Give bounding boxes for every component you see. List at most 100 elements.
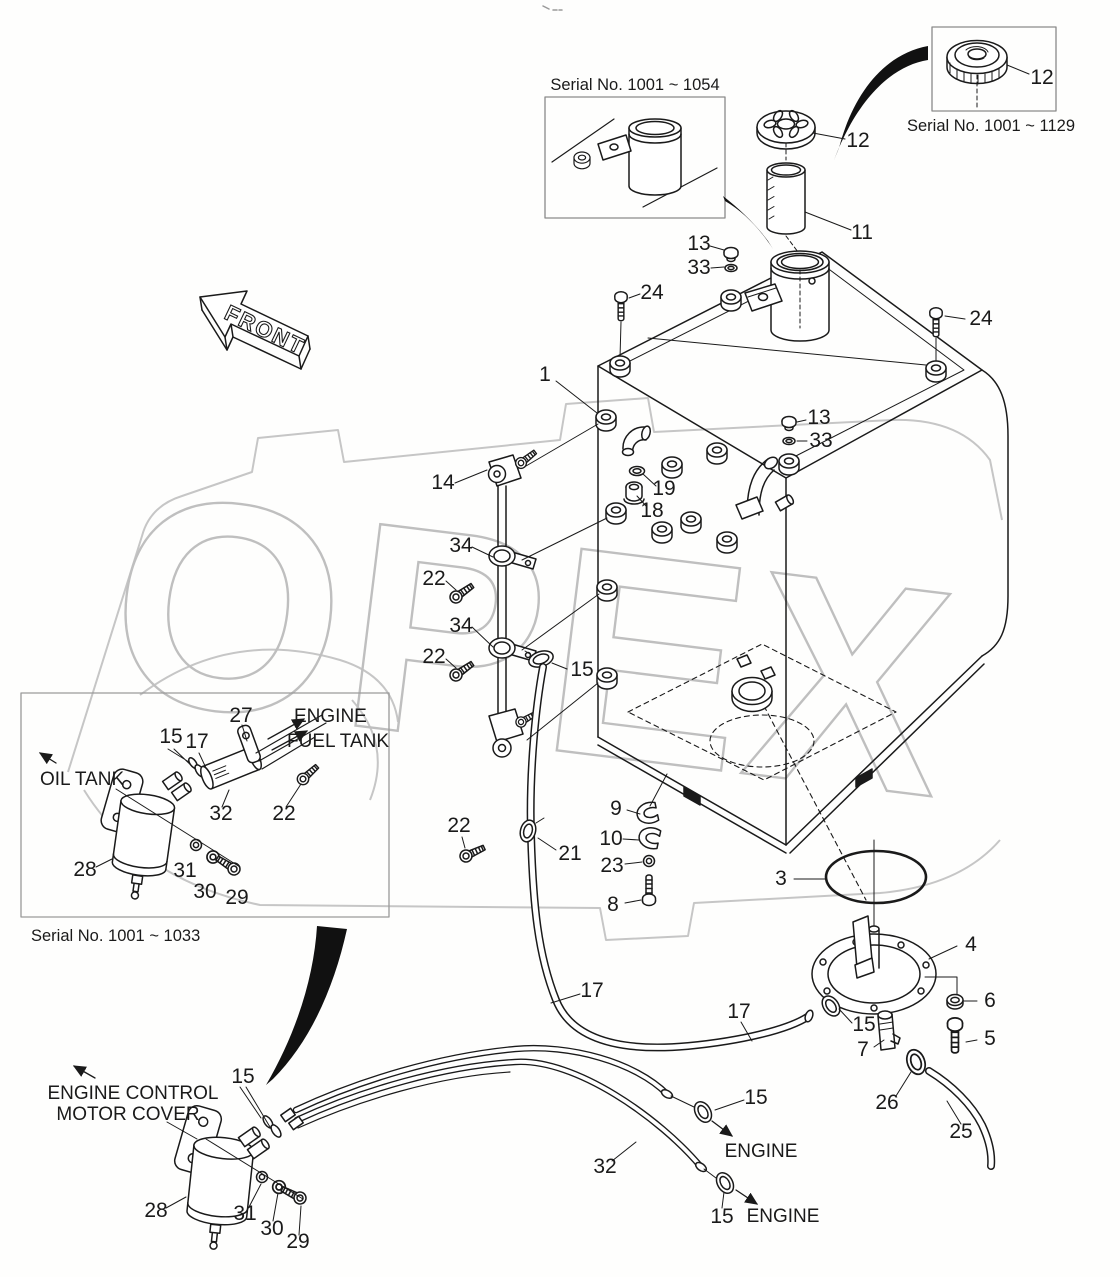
serial-caption-top: Serial No. 1001 ~ 1054 [550,76,719,94]
callout-28-box: 28 [73,858,96,881]
callout-21: 21 [558,842,581,865]
engine-control-label-1: ENGINE CONTROL [47,1083,218,1104]
callout-14: 14 [431,471,455,494]
callout-22-gauge-upper: 22 [422,567,445,590]
callout-3: 3 [775,867,787,890]
callout-10: 10 [599,827,622,850]
callout-33-top: 33 [687,256,710,279]
callout-15-engine-upper: 15 [744,1086,767,1109]
motor-cover-assembly [173,1104,309,1250]
engine-label-lower: ENGINE [747,1206,820,1227]
callout-23: 23 [600,854,623,877]
clamp-15-gauge [524,650,554,668]
swoosh-arrows [266,46,928,1085]
bolt-5 [946,1016,964,1054]
callout-12-star: 12 [846,129,869,152]
suction-pipe [735,456,795,520]
callout-32-hose: 32 [593,1155,616,1178]
callout-27: 27 [229,704,252,727]
filter-cartridge [766,162,806,235]
fitting-7 [877,1010,901,1051]
serial-caption-right: Serial No. 1001 ~ 1129 [907,117,1075,135]
callout-29-motor: 29 [286,1230,309,1253]
callout-7: 7 [857,1038,869,1061]
serial-caption-oil-tank: Serial No. 1001 ~ 1033 [31,927,200,945]
direction-arrows [38,718,759,1205]
callout-13-side: 13 [807,406,830,429]
clip-washer-bolt-group [634,800,662,907]
callout-30-box: 30 [193,880,216,903]
engine-arrow-lower [735,1189,759,1205]
oil-tank-direction-arrow [38,752,57,765]
engine-arrow-upper [711,1120,734,1137]
callout-25: 25 [949,1120,972,1143]
callout-15-flange: 15 [852,1013,875,1036]
hose-25 [925,1067,996,1170]
callout-28-motor: 28 [144,1199,167,1222]
callout-31-box: 31 [173,859,196,882]
engine-control-label-2: MOTOR COVER [56,1104,199,1125]
tank-bottom-hidden-lines [627,643,897,901]
screw-24-left [609,291,631,378]
serial-box-top [544,96,726,219]
nut-6 [946,993,964,1010]
callout-24-left: 24 [640,281,664,304]
o-ring [824,849,928,905]
callout-22-mid: 22 [447,814,470,837]
oil-tank-label: OIL TANK [40,769,124,790]
callout-12-box: 12 [1030,66,1053,89]
front-arrow [199,290,311,370]
callout-17-hose-b: 17 [727,1000,750,1023]
callout-15-engine-lower: 15 [710,1205,733,1228]
callout-5: 5 [984,1027,996,1050]
engine-arrow-box [267,718,306,740]
engine-label-box: ENGINE [294,706,367,727]
elbow-fitting [621,425,652,505]
plug-13-33-top [720,246,742,312]
callout-15-box: 15 [159,725,182,748]
leader-lines [95,64,1030,1236]
screw-24-right [925,307,947,383]
clamp-26 [902,1046,930,1078]
bolt-22-mid [457,841,488,865]
callout-34-upper: 34 [449,534,473,557]
hose-bundle [292,1045,705,1171]
callout-18: 18 [640,499,663,522]
callout-15-motor-cover: 15 [231,1065,254,1088]
callout-29-box: 29 [225,886,248,909]
callout-4: 4 [965,933,977,956]
filter-body-28 [111,793,176,900]
gauge-tube-assembly [446,446,540,758]
callout-13-top: 13 [687,232,710,255]
callout-9: 9 [610,797,622,820]
hose-clamps-engine [517,817,738,1198]
engine-label-upper: ENGINE [725,1141,798,1162]
callout-19: 19 [652,477,675,500]
motor-cover-direction-arrow [72,1065,96,1079]
flange-assembly [811,839,964,1078]
callout-34-lower: 34 [449,614,473,637]
callout-8: 8 [607,893,619,916]
artifact-mark [542,5,563,11]
hose-17 [526,663,814,1052]
fuel-tank-arrow-box [271,730,309,751]
clamp-34-upper [488,545,537,570]
filler-cap-star [756,109,816,150]
callout-22-gauge-lower: 22 [422,645,445,668]
callout-30-motor: 30 [260,1217,283,1240]
callout-33-side: 33 [809,429,832,452]
cap-centerline [785,142,801,329]
callout-6: 6 [984,989,996,1012]
callout-24-right: 24 [969,307,993,330]
callout-11: 11 [851,221,873,244]
callout-26: 26 [875,1091,898,1114]
callout-17-hose-a: 17 [580,979,603,1002]
callout-17-box: 17 [185,730,208,753]
front-label: FRONT [221,300,309,359]
callout-32-box: 32 [209,802,232,825]
callout-1: 1 [539,363,551,386]
tank-bottom-ring [731,654,776,713]
fuel-tank-label-box: FUEL TANK [287,731,389,752]
